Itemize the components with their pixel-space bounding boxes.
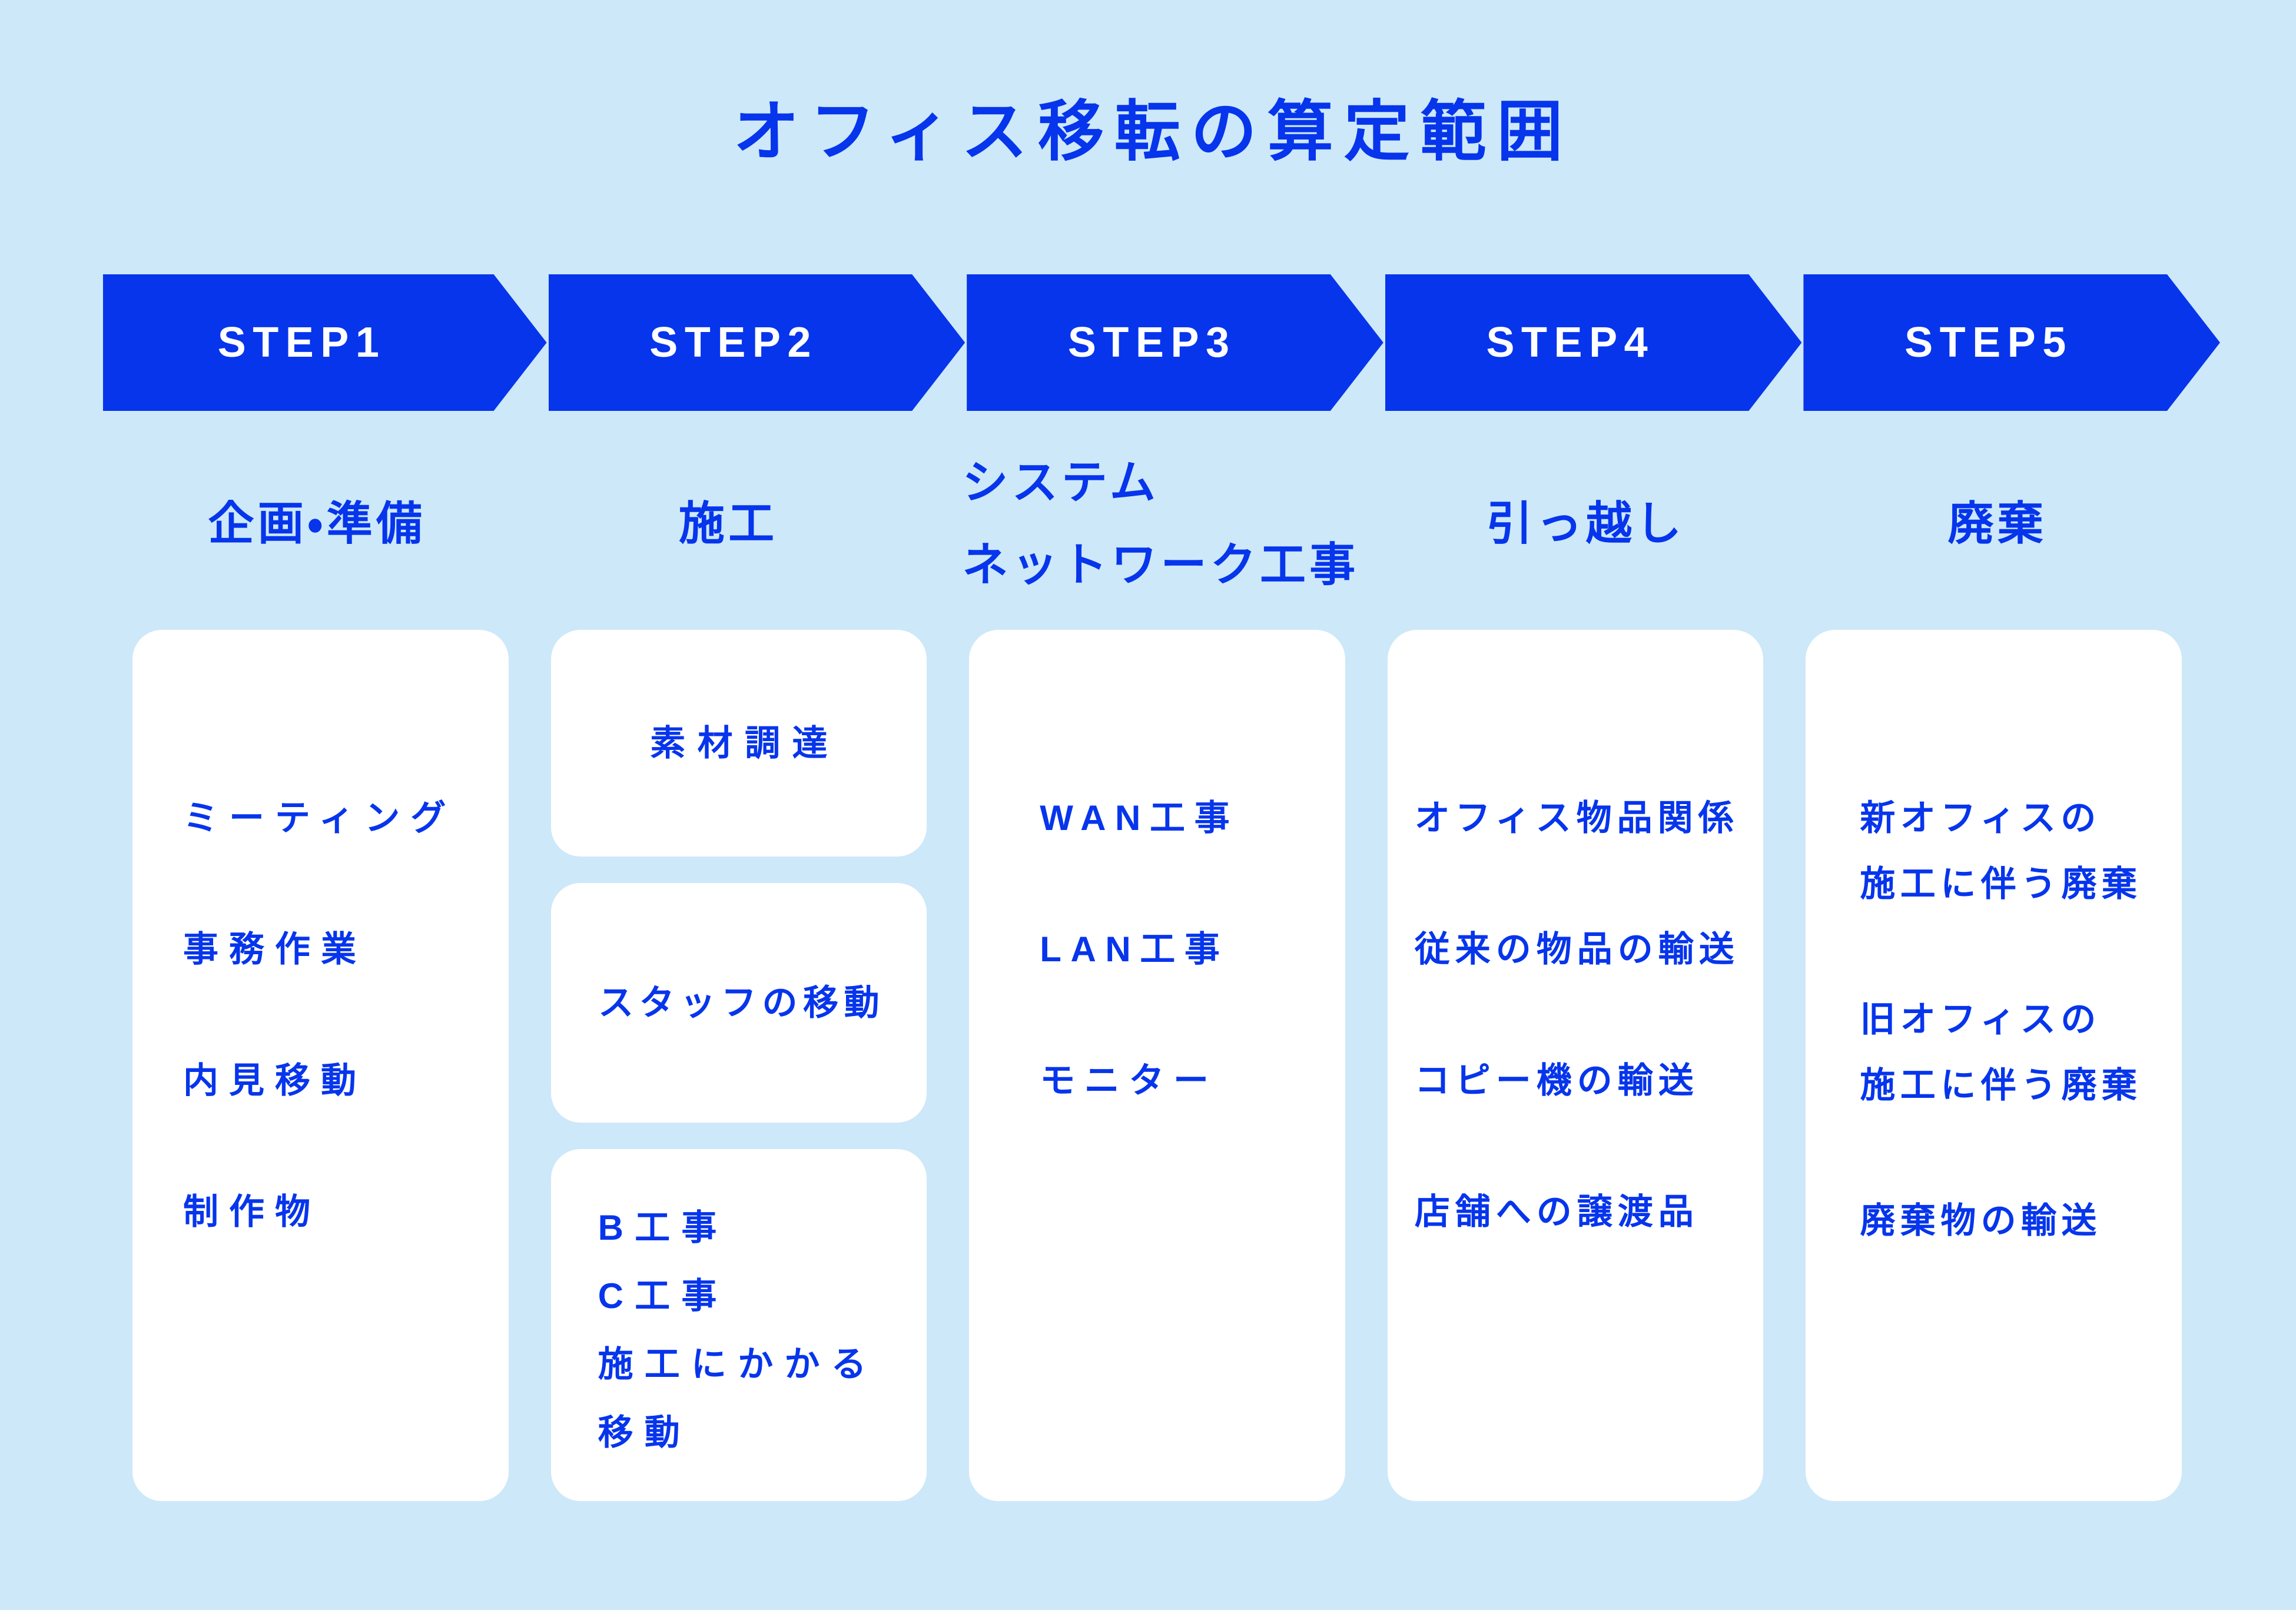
- step-2-card-2: スタッフの移動: [550, 883, 927, 1123]
- card-item: コピー機の輸送: [1414, 1061, 1699, 1100]
- card-item-line: 施工に伴う廃棄: [1860, 864, 2142, 904]
- card-item: ミーティング: [183, 798, 457, 838]
- subtitle-line: 企画・準備: [208, 497, 426, 549]
- step-1-card-1: ミーティング事務作業内見移動制作物: [132, 630, 509, 1501]
- subtitle-line: 引っ越し: [1487, 497, 1685, 549]
- step-banner-label: STEP5: [1905, 319, 2073, 366]
- step-banner-3: STEP3: [967, 274, 1383, 411]
- step-subtitle-2: 施工: [544, 417, 913, 630]
- step-column-3: WAN工事 LAN工事モニター: [969, 630, 1345, 1501]
- card-item: 旧オフィスの施工に伴う廃棄: [1860, 987, 2182, 1118]
- card-item-line: 移動: [598, 1413, 691, 1452]
- subtitle-line: ネットワーク工事: [962, 539, 1359, 590]
- step-banner-1: STEP1: [103, 274, 547, 411]
- step-2-card-3: B工事 C工事施工にかかる移動: [550, 1149, 927, 1501]
- card-item: C工事: [598, 1276, 728, 1316]
- step-2-card-1: 素材調達: [550, 630, 927, 857]
- card-item: LAN工事: [1040, 930, 1229, 969]
- card-item: 店舗への譲渡品: [1414, 1192, 1699, 1231]
- card-item: 内見移動: [183, 1061, 367, 1100]
- card-item-line: 旧オフィスの: [1860, 1000, 2101, 1039]
- step-subtitle-3: システムネットワーク工事: [955, 417, 1359, 630]
- subtitle-row: 企画・準備 施工 システムネットワーク工事 引っ越し 廃棄: [0, 411, 2296, 630]
- step-banner-label: STEP2: [649, 319, 818, 366]
- step-column-1: ミーティング事務作業内見移動制作物: [132, 630, 509, 1501]
- step-banner-2: STEP2: [549, 274, 965, 411]
- subtitle-line: システム: [962, 456, 1160, 508]
- card-item-line: 新オフィスの: [1860, 798, 2101, 838]
- card-item-line: 施工にかかる: [598, 1345, 878, 1384]
- card-item: 従来の物品の輸送: [1414, 930, 1740, 969]
- card-item: B工事: [598, 1208, 728, 1247]
- card-item: WAN工事: [1040, 798, 1239, 838]
- cards-row: ミーティング事務作業内見移動制作物 素材調達スタッフの移動 B工事 C工事施工にかかる…: [0, 630, 2296, 1501]
- card-item: 事務作業: [183, 930, 367, 969]
- step-banner-4: STEP4: [1385, 274, 1802, 411]
- step-banner-label: STEP4: [1486, 319, 1655, 366]
- card-item: オフィス物品関係: [1414, 798, 1739, 838]
- step-subtitle-5: 廃棄: [1813, 417, 2182, 630]
- card-item: 施工にかかる移動: [598, 1330, 921, 1467]
- subtitle-line: 廃棄: [1947, 497, 2047, 549]
- step-banner-label: STEP3: [1067, 319, 1236, 366]
- banner-row: STEP1 STEP2 STEP3 STEP4 STEP5: [0, 274, 2296, 411]
- card-item: スタッフの移動: [598, 982, 885, 1023]
- page-title: オフィス移転の算定範囲: [733, 95, 1574, 168]
- card-item: 制作物: [183, 1192, 321, 1231]
- card-item-line: 施工に伴う廃棄: [1860, 1065, 2142, 1105]
- step-3-card-1: WAN工事 LAN工事モニター: [969, 630, 1345, 1501]
- step-5-card-1: 新オフィスの施工に伴う廃棄旧オフィスの施工に伴う廃棄廃棄物の輸送: [1806, 630, 2182, 1501]
- step-banner-label: STEP1: [217, 319, 386, 366]
- card-item: モニター: [1040, 1061, 1218, 1100]
- step-banner-5: STEP5: [1803, 274, 2220, 411]
- step-subtitle-4: 引っ越し: [1401, 417, 1770, 630]
- step-column-5: 新オフィスの施工に伴う廃棄旧オフィスの施工に伴う廃棄廃棄物の輸送: [1806, 630, 2182, 1501]
- step-4-card-1: オフィス物品関係従来の物品の輸送コピー機の輸送店舗への譲渡品: [1387, 630, 1764, 1501]
- card-item: 廃棄物の輸送: [1860, 1201, 2102, 1240]
- subtitle-line: 施工: [678, 497, 778, 549]
- step-subtitle-1: 企画・準備: [132, 417, 502, 630]
- step-column-4: オフィス物品関係従来の物品の輸送コピー機の輸送店舗への譲渡品: [1387, 630, 1764, 1501]
- step-column-2: 素材調達スタッフの移動 B工事 C工事施工にかかる移動: [550, 630, 927, 1501]
- card-item: 新オフィスの施工に伴う廃棄: [1860, 785, 2182, 917]
- card-item: 素材調達: [650, 723, 840, 763]
